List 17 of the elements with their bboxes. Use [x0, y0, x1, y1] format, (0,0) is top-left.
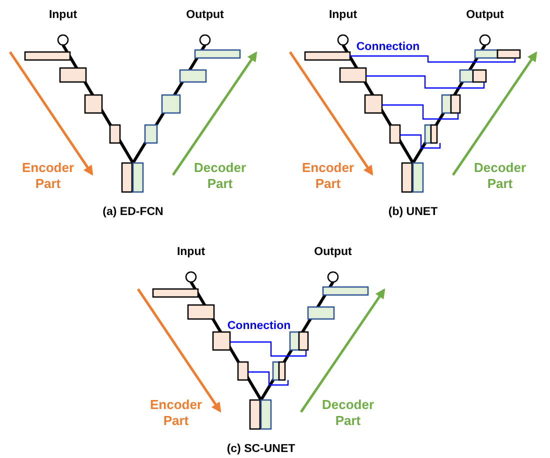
io-label: Input — [176, 245, 206, 259]
caption: (a) ED-FCN — [102, 205, 164, 219]
decoder-label: Decoder Part — [472, 160, 528, 192]
io-label: Output — [314, 245, 352, 259]
io-label: Input — [48, 8, 78, 22]
caption: (b) UNET — [388, 205, 438, 219]
decoder-label: Decoder Part — [320, 397, 376, 429]
io-label: Output — [466, 8, 504, 22]
encoder-label: Encoder Part — [300, 160, 355, 192]
io-label: Output — [186, 8, 224, 22]
encoder-label: Encoder Part — [20, 160, 75, 192]
connection-label: Connection — [356, 40, 420, 54]
decoder-label: Decoder Part — [192, 160, 248, 192]
encoder-label: Encoder Part — [148, 397, 203, 429]
caption: (c) SC-UNET — [226, 442, 296, 456]
connection-label: Connection — [227, 319, 291, 333]
io-label: Input — [328, 8, 358, 22]
